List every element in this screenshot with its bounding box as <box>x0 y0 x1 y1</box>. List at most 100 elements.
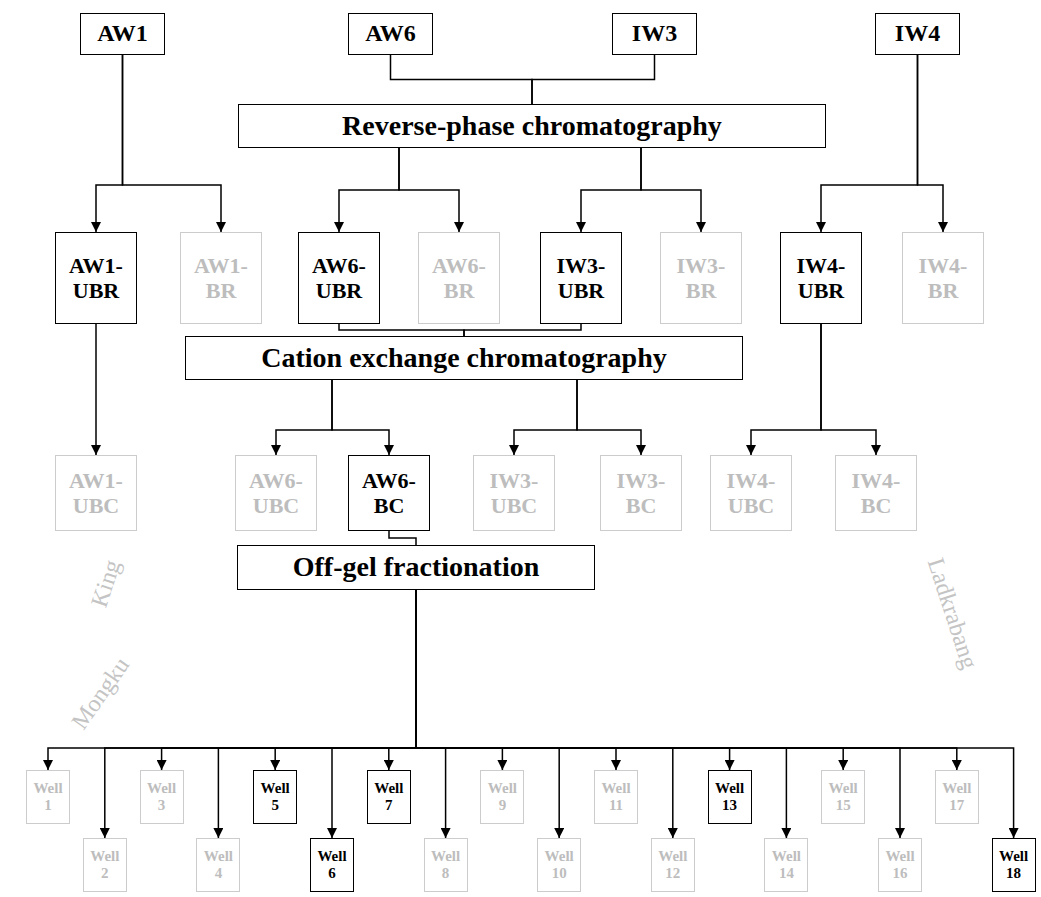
well-box: Well 3 <box>140 770 184 824</box>
well-box: Well 18 <box>992 838 1036 892</box>
connector-arrow <box>416 590 502 770</box>
connector-arrow <box>399 148 459 232</box>
well-box: Well 2 <box>83 838 127 892</box>
well-box: Well 7 <box>367 770 411 824</box>
node-label: Well 5 <box>256 780 294 815</box>
connector-arrow <box>339 148 399 232</box>
connector-arrow <box>416 590 559 838</box>
connector-arrow <box>577 380 641 455</box>
connector-arrow <box>464 324 581 336</box>
fraction-box: IW4-UBR <box>780 232 862 324</box>
connector-arrow <box>276 380 332 455</box>
connector-arrow <box>416 590 957 770</box>
well-box: Well 6 <box>310 838 354 892</box>
connector-arrow <box>514 380 577 455</box>
well-box: Well 5 <box>253 770 297 824</box>
connector-arrow <box>581 148 641 232</box>
connector-arrow <box>391 55 533 104</box>
node-label: Well 15 <box>824 780 862 815</box>
node-label: IW4-UBC <box>717 468 785 519</box>
connector-arrow <box>416 590 730 770</box>
node-label: AW1 <box>97 20 148 48</box>
node-label: Cation exchange chromatography <box>261 342 666 374</box>
node-label: Well 4 <box>199 848 237 883</box>
watermark-text: King <box>86 557 127 611</box>
node-label: IW3-UBR <box>547 253 615 304</box>
node-label: AW1-BR <box>187 253 255 304</box>
connector-arrow <box>218 590 416 838</box>
well-box: Well 15 <box>821 770 865 824</box>
well-box: Well 9 <box>480 770 524 824</box>
connector-arrow <box>339 324 464 336</box>
source-box: IW4 <box>875 13 960 55</box>
node-label: AW6-BR <box>425 253 493 304</box>
node-label: Well 13 <box>711 780 749 815</box>
connector-arrow <box>389 590 416 770</box>
connector-arrow <box>751 324 821 455</box>
connector-arrow <box>416 590 616 770</box>
connector-arrow <box>416 590 843 770</box>
fraction-box: IW3-BC <box>600 455 682 531</box>
connector-arrow <box>416 590 1014 838</box>
node-label: IW4-BC <box>842 468 910 519</box>
node-label: IW4-UBR <box>787 253 855 304</box>
source-box: AW6 <box>348 13 433 55</box>
fraction-box: AW1-UBC <box>55 455 137 531</box>
connector-arrow <box>389 531 416 545</box>
connector-arrow <box>332 590 416 838</box>
connector-arrow <box>95 324 97 455</box>
fraction-box: AW1-BR <box>180 232 262 324</box>
node-label: Well 2 <box>86 848 124 883</box>
connector-arrow <box>416 590 786 838</box>
node-label: IW3-BC <box>607 468 675 519</box>
node-label: Well 17 <box>938 780 976 815</box>
source-box: AW1 <box>80 13 165 55</box>
fraction-box: AW1-UBR <box>55 232 137 324</box>
node-label: AW6-UBR <box>305 253 373 304</box>
node-label: Well 16 <box>881 848 919 883</box>
connector-arrow <box>821 55 918 232</box>
well-box: Well 13 <box>708 770 752 824</box>
connector-arrow <box>821 324 876 455</box>
watermark-text: Mongku <box>66 652 135 734</box>
fraction-box: IW3-BR <box>660 232 742 324</box>
connector-arrow <box>123 55 222 232</box>
node-label: Well 6 <box>313 848 351 883</box>
connector-arrow <box>162 590 416 770</box>
node-label: IW3 <box>632 20 677 48</box>
fraction-box: IW3-UBC <box>473 455 555 531</box>
connector-arrow <box>416 590 446 838</box>
well-box: Well 4 <box>196 838 240 892</box>
node-label: Well 14 <box>767 848 805 883</box>
fraction-box: AW6-BR <box>418 232 500 324</box>
well-box: Well 10 <box>537 838 581 892</box>
fraction-box: IW4-BC <box>835 455 917 531</box>
connector-arrow <box>105 590 416 838</box>
node-label: Off-gel fractionation <box>293 551 540 583</box>
node-label: Well 12 <box>654 848 692 883</box>
method-box: Off-gel fractionation <box>237 545 595 590</box>
connector-arrow <box>532 55 655 104</box>
node-label: AW6-UBC <box>242 468 310 519</box>
connector-arrow <box>48 590 416 770</box>
well-box: Well 17 <box>935 770 979 824</box>
node-label: Well 3 <box>143 780 181 815</box>
node-label: Reverse-phase chromatography <box>342 110 722 142</box>
connector-arrow <box>416 590 900 838</box>
connector-arrow <box>416 590 673 838</box>
node-label: Well 1 <box>29 780 67 815</box>
well-box: Well 1 <box>26 770 70 824</box>
fraction-box: AW6-UBR <box>298 232 380 324</box>
node-label: AW1-UBR <box>62 253 130 304</box>
fraction-box: AW6-UBC <box>235 455 317 531</box>
fraction-box: IW4-BR <box>902 232 984 324</box>
well-box: Well 14 <box>764 838 808 892</box>
node-label: IW4-BR <box>909 253 977 304</box>
node-label: Well 8 <box>427 848 465 883</box>
node-label: Well 9 <box>483 780 521 815</box>
watermark-text: Ladkrabang <box>922 555 983 672</box>
node-label: IW3-BR <box>667 253 735 304</box>
node-label: Well 18 <box>995 848 1033 883</box>
node-label: IW4 <box>895 20 940 48</box>
connector-arrow <box>918 55 944 232</box>
